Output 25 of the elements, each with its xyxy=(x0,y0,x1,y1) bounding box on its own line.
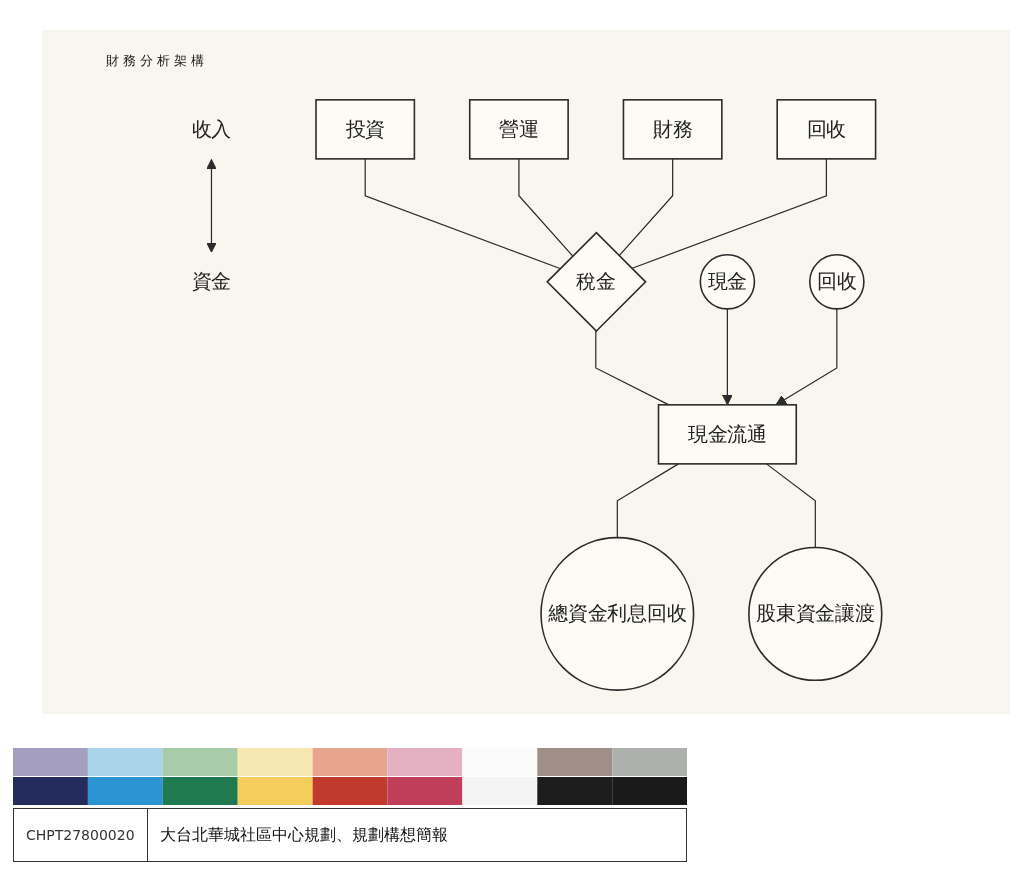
connector-line xyxy=(595,330,670,406)
decision-diamond: 稅金 xyxy=(546,231,647,333)
connector-line xyxy=(721,308,733,406)
circle-node: 現金 xyxy=(699,254,756,310)
process-box: 投資 xyxy=(315,99,416,160)
circle-node: 股東資金讓渡 xyxy=(748,546,883,682)
catalog-number: CHPT27800020 xyxy=(25,826,136,845)
connector-line xyxy=(765,463,816,549)
document-title: 大台北華城社區中心規劃、規劃構想簡報 xyxy=(146,809,460,861)
connector-line xyxy=(206,158,217,253)
process-box: 回收 xyxy=(776,99,877,160)
connector-line xyxy=(518,158,574,257)
connector-line xyxy=(364,158,561,270)
process-box: 現金流通 xyxy=(657,404,798,465)
circle-node: 回收 xyxy=(809,254,865,310)
text-label: 資金 xyxy=(191,269,232,293)
process-box: 營運 xyxy=(468,99,569,160)
connector-line xyxy=(775,308,838,406)
connector-line xyxy=(616,463,680,539)
circle-node: 總資金利息回收 xyxy=(540,536,695,691)
process-box: 財務 xyxy=(622,99,723,160)
diagram-title: 財務分析架構 xyxy=(106,52,208,70)
connector-line xyxy=(631,158,827,270)
text-label: 收入 xyxy=(191,117,232,141)
connector-line xyxy=(618,158,674,257)
